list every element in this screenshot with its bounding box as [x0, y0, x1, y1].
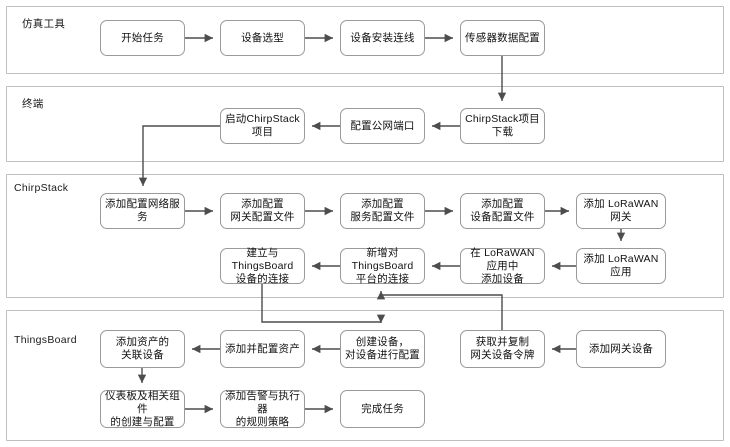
node-label-line: 添加配置	[481, 198, 524, 210]
node-label-line: ChirpStack项目下载	[465, 113, 540, 138]
swimlane-label: 终端	[22, 98, 44, 110]
node-label-line: 网关设备令牌	[470, 349, 535, 361]
swimlane-label: ChirpStack	[14, 182, 69, 194]
node-label: 在 LoRaWAN 应用中添加设备	[464, 247, 541, 286]
node-sensor-data-config[interactable]: 传感器数据配置	[460, 20, 545, 56]
node-add-lorawan-app[interactable]: 添加 LoRaWAN 应用	[576, 248, 666, 284]
swimlane-terminal	[6, 86, 724, 162]
node-label-line: 在 LoRaWAN 应用中	[470, 246, 535, 272]
swimlane-simulation	[6, 6, 724, 74]
node-label: 仪表板及相关组件的创建与配置	[104, 390, 181, 429]
node-device-selection[interactable]: 设备选型	[220, 20, 305, 56]
node-label-line: 新增对ThingsBoard	[351, 246, 414, 272]
node-label-line: 启动ChirpStack项目	[225, 113, 300, 138]
node-label-line: 添加 LoRaWAN 网关	[583, 198, 659, 223]
node-label: 添加配置服务配置文件	[350, 198, 414, 224]
node-label: 启动ChirpStack项目	[224, 113, 301, 139]
node-label-line: 仪表板及相关组件	[105, 389, 180, 415]
node-label: 设备选型	[241, 32, 284, 45]
node-label-line: 的创建与配置	[110, 415, 175, 428]
node-label-line: 添加配置网络服务	[105, 198, 180, 223]
node-label-line: 平台的连接	[355, 272, 410, 285]
node-label: 添加 LoRaWAN 应用	[580, 253, 662, 279]
node-add-device-config-file[interactable]: 添加配置设备配置文件	[460, 193, 545, 229]
node-label: 创建设备，对设备进行配置	[345, 336, 420, 362]
node-add-asset-related-device[interactable]: 添加资产的关联设备	[100, 330, 185, 368]
node-label-line: 开始任务	[121, 31, 164, 44]
node-label: 添加并配置资产	[225, 343, 300, 356]
swimlane-label: ThingsBoard	[14, 334, 77, 346]
node-start-chirpstack-project[interactable]: 启动ChirpStack项目	[220, 108, 305, 144]
node-label-line: 关联设备	[121, 349, 164, 361]
node-label-line: 传感器数据配置	[465, 31, 540, 44]
node-create-configure-device[interactable]: 创建设备，对设备进行配置	[340, 330, 425, 368]
node-label: 获取并复制网关设备令牌	[470, 336, 534, 362]
node-label-line: 的规则策略	[235, 415, 290, 428]
node-add-gateway-config-file[interactable]: 添加配置网关配置文件	[220, 193, 305, 229]
node-label: 添加告警与执行器的规则策略	[224, 390, 301, 429]
node-add-network-service[interactable]: 添加配置网络服务	[100, 193, 185, 229]
node-label: 添加配置网络服务	[104, 198, 181, 224]
node-label-line: 创建设备，	[355, 336, 410, 348]
swimlane-label: 仿真工具	[22, 18, 66, 30]
node-add-lorawan-gateway[interactable]: 添加 LoRaWAN 网关	[576, 193, 666, 229]
node-label: 传感器数据配置	[465, 32, 540, 45]
node-label-line: 添加资产的	[115, 336, 170, 348]
node-device-install-wiring[interactable]: 设备安装连线	[340, 20, 425, 56]
node-label-line: 设备的连接	[235, 272, 290, 285]
node-label-line: 配置公网端口	[350, 119, 415, 132]
node-label: 添加 LoRaWAN 网关	[580, 198, 662, 224]
node-label-line: 添加 LoRaWAN 应用	[583, 253, 659, 278]
node-label: ChirpStack项目下载	[464, 113, 541, 139]
node-label-line: 添加配置	[241, 198, 284, 210]
node-finish-task[interactable]: 完成任务	[340, 390, 425, 428]
node-add-device-in-lorawan-app[interactable]: 在 LoRaWAN 应用中添加设备	[460, 247, 545, 286]
node-label: 配置公网端口	[350, 120, 414, 133]
node-label-line: 建立与ThingsBoard	[231, 246, 294, 272]
node-label-line: 添加并配置资产	[225, 342, 300, 355]
node-label: 添加资产的关联设备	[116, 336, 170, 362]
node-label: 完成任务	[361, 403, 404, 416]
node-label: 设备安装连线	[350, 32, 414, 45]
node-label-line: 添加配置	[361, 198, 404, 210]
node-add-alarm-rule-strategy[interactable]: 添加告警与执行器的规则策略	[220, 390, 305, 428]
node-label-line: 设备选型	[241, 31, 284, 44]
node-configure-public-port[interactable]: 配置公网端口	[340, 108, 425, 144]
node-label: 添加配置网关配置文件	[230, 198, 294, 224]
node-start-task[interactable]: 开始任务	[100, 20, 185, 56]
node-label: 开始任务	[121, 32, 164, 45]
node-label-line: 设备配置文件	[470, 211, 535, 223]
node-add-service-config-file[interactable]: 添加配置服务配置文件	[340, 193, 425, 229]
node-label-line: 对设备进行配置	[345, 349, 420, 361]
node-chirpstack-project-download[interactable]: ChirpStack项目下载	[460, 108, 545, 144]
node-label: 添加网关设备	[589, 343, 653, 356]
node-label-line: 添加设备	[481, 272, 524, 285]
node-label-line: 获取并复制	[475, 336, 530, 348]
node-label: 添加配置设备配置文件	[470, 198, 534, 224]
node-label-line: 添加告警与执行器	[225, 389, 300, 415]
node-label-line: 完成任务	[361, 402, 404, 415]
node-label-line: 网关配置文件	[230, 211, 295, 223]
node-dashboard-create-config[interactable]: 仪表板及相关组件的创建与配置	[100, 390, 185, 428]
node-label-line: 服务配置文件	[350, 211, 415, 223]
node-add-configure-asset[interactable]: 添加并配置资产	[220, 330, 305, 368]
node-label-line: 添加网关设备	[588, 342, 654, 355]
node-add-gateway-device[interactable]: 添加网关设备	[576, 330, 666, 368]
node-get-copy-gateway-token[interactable]: 获取并复制网关设备令牌	[460, 330, 545, 368]
node-label-line: 设备安装连线	[350, 31, 415, 44]
